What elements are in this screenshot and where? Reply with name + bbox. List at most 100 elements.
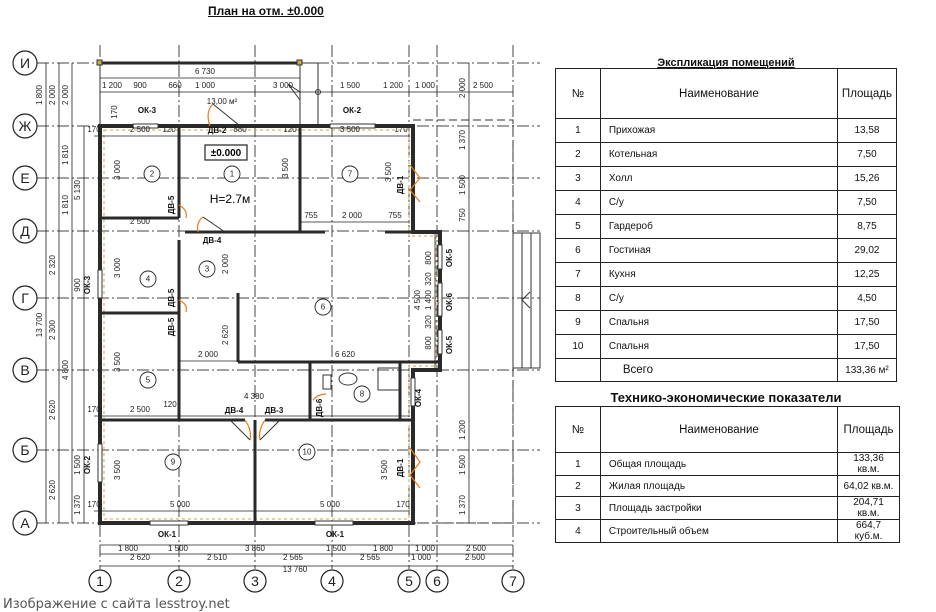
dimension-text: 755 [388,211,402,220]
dimension-text: 900 [73,278,82,292]
row-name: С/у [599,286,838,311]
axis-bubble [12,113,38,139]
dimension-text: 2 510 [207,553,228,562]
dimension-text: 320 [424,272,433,286]
walls [98,124,442,525]
dimension-text: 170 [394,125,408,134]
row-number: 8 [555,286,601,311]
row-name: Холл [599,166,838,191]
row-area: 15,26 [836,166,898,191]
dimension-text: 2 000 [61,84,70,105]
axis-bubble [167,569,191,593]
row-number: 1 [555,118,601,143]
axis-label-col: 2 [175,573,183,589]
dimension-text: 1 370 [73,494,82,515]
row-area: 7,50 [836,190,898,215]
dimension-text: 3 000 [113,257,122,278]
dimension-text: 1 500 [326,544,347,553]
explication-title: Экспликация помещений [657,57,795,69]
col-number: № [555,406,601,453]
total-value: 133,36 м² [836,358,898,382]
axis-label-row: Д [20,223,30,239]
row-area: 13,58 [836,118,898,143]
dimension-text: 1 500 [73,454,82,475]
dimension-text: 320 [424,315,433,329]
axis-label-col: 5 [405,573,413,589]
dimension-text: 170 [87,125,101,134]
row-area: 29,02 [836,238,898,263]
dimension-text: 2 620 [221,324,230,345]
room-marker [353,385,371,403]
axis-label-row: Б [20,442,29,458]
door-label: ДВ-5 [167,317,176,336]
axis-label-row: И [20,55,30,71]
row-area: 4,50 [836,286,898,311]
row-number: 4 [555,519,601,543]
dimension-text: 13 700 [35,312,44,337]
dimension-text: 1 810 [61,144,70,165]
col-name: Наименование [599,68,838,119]
row-number: 10 [555,334,601,359]
door-label: ДВ-4 [225,406,244,415]
tep-title: Технико-экономические показатели [610,390,842,405]
dimension-text: 1 500 [168,544,189,553]
room-number: 10 [303,448,312,457]
dimension-text: 3 500 [281,157,290,178]
axis-label-row: Ж [19,118,32,134]
dimension-text: 3 500 [113,459,122,480]
dimension-lines [45,63,513,567]
watermark: Изображение с сайта lesstroy.net [3,597,230,612]
door-label: ДВ-5 [167,288,176,307]
room-number: 9 [171,458,176,467]
dimension-text: 2 565 [360,553,381,562]
dimension-text: 6 620 [335,350,356,359]
dimension-text: 755 [304,211,318,220]
row-name: Строительный объем [599,519,839,543]
dimension-text: 800 [424,336,433,350]
dimension-text: 3 000 [273,81,294,90]
dimension-text: 1 000 [411,553,432,562]
dimension-text: 1 810 [61,194,70,215]
dimension-text: 1 500 [458,174,467,195]
dimension-text: 1 200 [102,81,123,90]
row-name: Спальня [599,310,838,335]
dimension-text: 1 200 [383,81,404,90]
axis-label-row: В [20,362,29,378]
dimension-text: 1 370 [458,129,467,150]
row-name: Гостиная [599,238,838,263]
row-number: 6 [555,238,601,263]
col-name: Наименование [599,406,839,453]
dimension-text: 2 000 [342,211,363,220]
axis-bubble [12,437,38,463]
room-marker [341,165,359,183]
porch-area: 13,00 м² [207,97,238,106]
window-label: ОК-5 [445,335,454,354]
dimension-text: 1 370 [458,494,467,515]
window-label: ОК-6 [445,292,454,311]
dimension-text: 2 000 [458,77,467,98]
elevation-box [204,144,248,161]
axis-label-col: 7 [509,573,517,589]
dimension-text: 3 500 [380,459,389,480]
dimension-text: 4 380 [244,392,265,401]
dimension-text: 1 200 [458,419,467,440]
dimension-text: 3 500 [340,125,361,134]
window-label: ОК-3 [138,106,157,115]
axis-bubble [320,569,344,593]
room-number: 7 [348,170,353,179]
axis-label-row: А [20,515,30,531]
axis-bubble [12,357,38,383]
row-name: С/у [599,190,838,215]
dimension-text: 5 130 [73,179,82,200]
window-label: ОК-1 [326,530,345,539]
dimension-text: 2 320 [48,254,57,275]
row-area: 133,36 кв.м. [837,452,900,476]
dimension-text: 2 500 [465,553,486,562]
row-number: 7 [555,262,601,287]
